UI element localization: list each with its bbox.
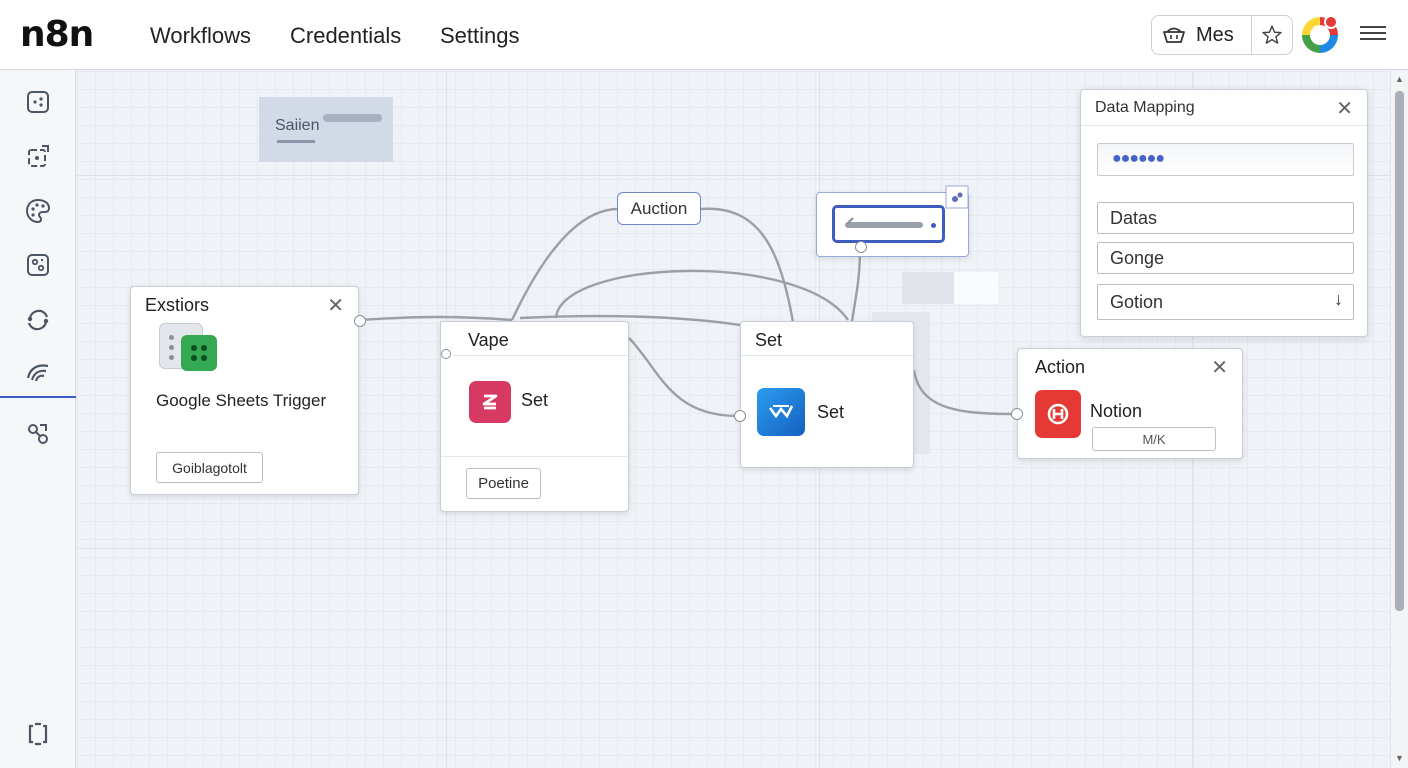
check-icon [846,217,854,225]
nav-settings[interactable]: Settings [440,23,520,48]
output-handle[interactable] [354,315,366,327]
panel-divider [1081,125,1367,126]
nav-workflows[interactable]: Workflows [150,23,252,48]
node-title: Exstiors [145,295,210,315]
datas-field[interactable]: Datas [1097,202,1354,234]
input-handle[interactable] [734,410,746,422]
google-sheets-trigger-node[interactable]: Exstiors ✕ Google Sheets Trigger Goiblag… [130,286,366,495]
star-icon [1262,25,1282,44]
node-header: Vape [453,322,630,356]
node-action-button[interactable]: Goiblagotolt [156,452,263,483]
sticky-note-text: Saiien [275,117,320,134]
expression-input[interactable] [832,205,945,243]
google-sheets-icon [159,323,219,375]
sticky-note-line [323,114,382,122]
placeholder-block [902,272,954,304]
palette-icon[interactable] [24,197,52,225]
hamburger-menu-icon[interactable] [1360,22,1386,46]
node-header: Set [741,322,913,356]
auction-tag-label: Auction [630,198,688,218]
executions-icon[interactable] [24,358,52,386]
sync-icon[interactable] [24,306,52,334]
input-handle[interactable] [441,349,451,359]
arrow-down-icon: ↓ [1334,289,1343,309]
sidebar-active-indicator [0,396,76,398]
set-icon [757,388,805,436]
node-title: Set [755,330,783,350]
edit-expression-node[interactable] [816,185,969,257]
output-handle[interactable] [855,241,867,253]
node-title: Action [1035,357,1086,377]
node-label: Set [521,390,549,410]
connections-icon[interactable] [24,420,52,448]
gonge-field[interactable]: Gonge [1097,242,1354,274]
n8n-logo[interactable]: n8n [20,14,94,55]
panel-title: Data Mapping [1095,99,1195,116]
avatar-center [1310,25,1330,45]
masked-input[interactable]: ●●●●●● [1097,143,1354,176]
templates-icon[interactable] [24,251,52,279]
select-value: Gotion [1110,292,1164,312]
auction-tag[interactable]: Auction [617,192,701,225]
star-button[interactable] [1252,16,1292,54]
node-settings-icon[interactable] [945,185,969,209]
mes-label: Mes [1196,23,1234,46]
notion-action-node[interactable]: Action ✕ Notion M/K [1011,348,1243,459]
expression-input-text [845,222,923,228]
workflow-icon[interactable] [24,88,52,116]
cursor-dot [931,223,936,228]
vertical-scrollbar[interactable]: ▲ ▼ [1390,71,1408,768]
sticky-note[interactable]: Saiien [259,97,393,162]
notion-icon [1035,390,1081,438]
nodes-icon[interactable] [24,143,52,171]
set-node[interactable]: Set Set [734,321,914,468]
basket-icon [1163,27,1185,43]
close-icon[interactable]: ✕ [1336,98,1353,120]
mes-button[interactable]: Mes [1152,16,1252,54]
node-label: Set [817,402,845,422]
close-icon[interactable]: ✕ [327,295,344,317]
scroll-down-arrow[interactable]: ▼ [1395,753,1404,763]
node-label: Google Sheets Trigger [156,391,327,410]
sticky-note-underline [277,140,315,143]
left-sidebar [0,70,76,768]
notification-badge [1324,15,1338,29]
node-field[interactable]: M/K [1092,427,1216,451]
node-action-button[interactable]: Poetine [466,468,541,499]
node-title: Vape [468,330,509,350]
user-avatar[interactable] [1302,15,1338,53]
header-button-group: Mes [1151,15,1293,55]
nav-credentials[interactable]: Credentials [290,23,402,48]
top-bar: n8n Workflows Credentials Settings Mes [0,0,1408,70]
vape-set-node[interactable]: Vape Set Poetine [440,321,630,512]
node-label: Notion [1090,401,1143,421]
placeholder-block [954,272,998,304]
data-mapping-panel: Data Mapping ✕ ●●●●●● Datas Gonge Gotion… [1080,89,1368,337]
scroll-thumb[interactable] [1395,91,1404,611]
scroll-up-arrow[interactable]: ▲ [1395,74,1404,84]
set-icon [469,381,511,423]
gotion-select[interactable]: Gotion ↓ [1097,284,1354,320]
collapse-icon[interactable] [24,720,52,748]
close-icon[interactable]: ✕ [1211,357,1228,379]
input-handle[interactable] [1011,408,1023,420]
